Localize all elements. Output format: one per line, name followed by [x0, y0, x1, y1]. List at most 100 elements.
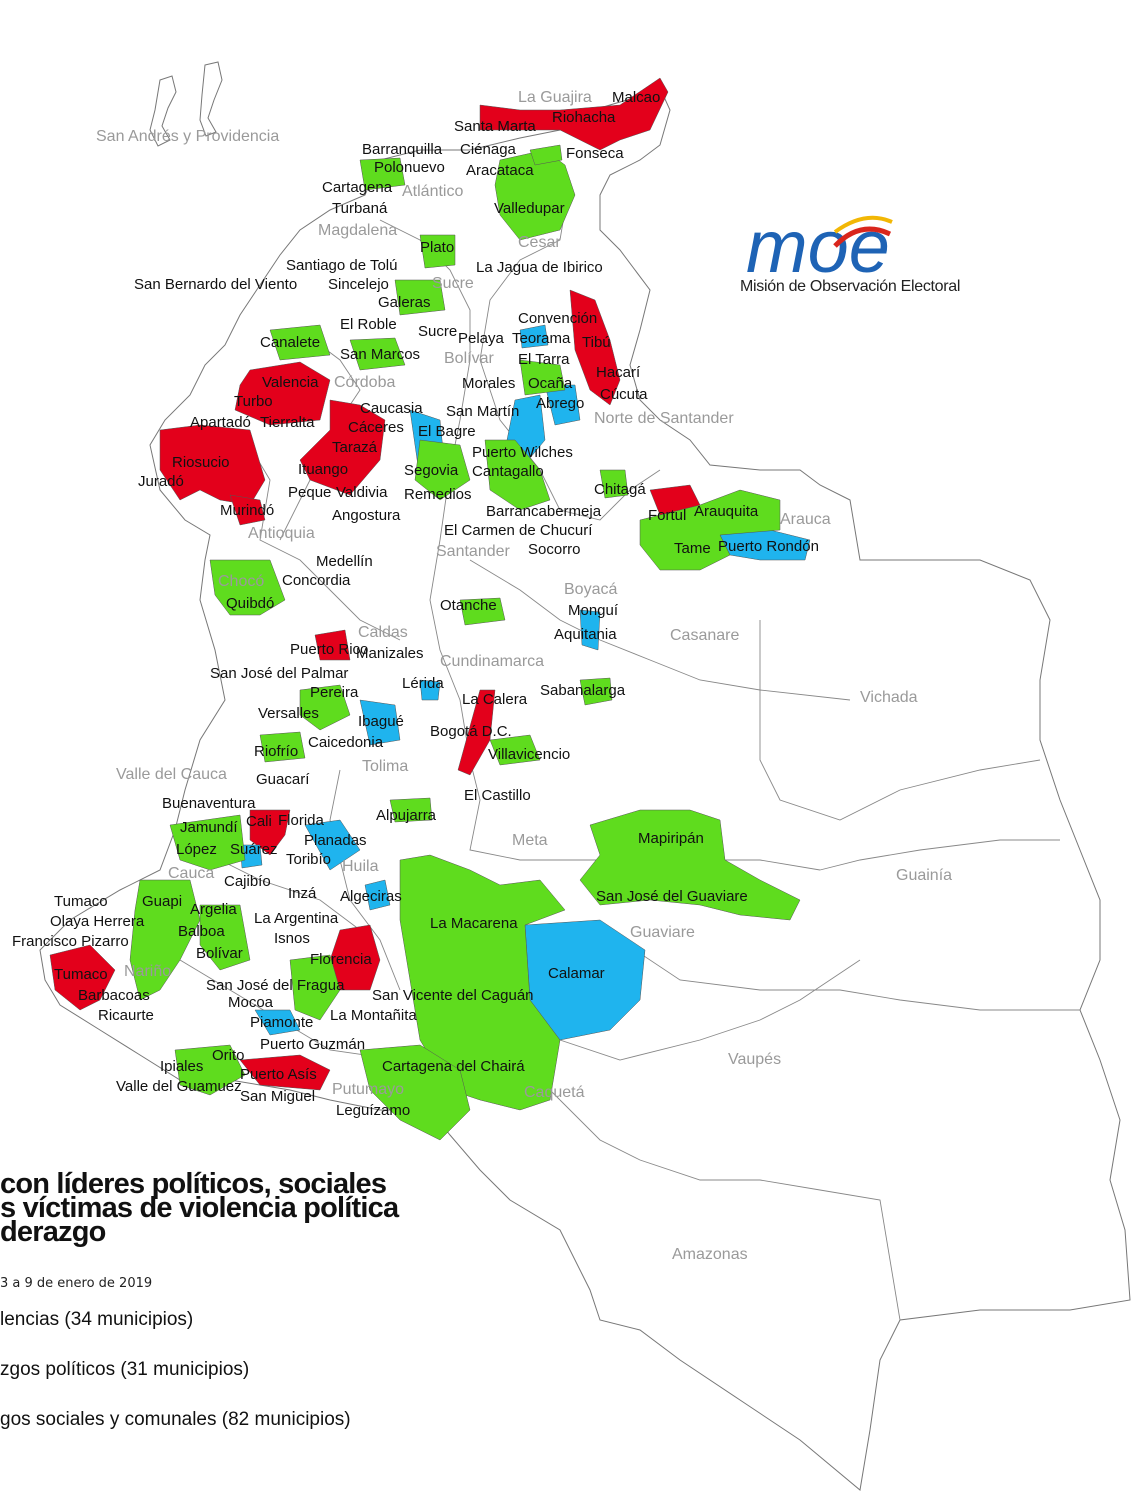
- patch-violencias: [569, 289, 621, 406]
- municipality-label: Versalles: [258, 705, 319, 722]
- region-label: Norte de Santander: [594, 410, 734, 427]
- patch-sociales: [349, 337, 406, 371]
- municipality-label: San José del Palmar: [210, 665, 348, 682]
- patch-sociales: [579, 677, 613, 706]
- patch-sociales: [394, 279, 446, 316]
- municipality-label: Piamonte: [250, 1014, 313, 1031]
- municipality-label: Barbacoas: [78, 987, 150, 1004]
- patch-sociales: [484, 439, 551, 511]
- patch-violencias: [457, 689, 496, 776]
- municipality-label: Ituango: [298, 461, 348, 478]
- patch-politicos: [519, 324, 549, 349]
- municipality-label: Turbo: [234, 393, 273, 410]
- region-label: Antioquia: [248, 525, 315, 542]
- municipality-label: Valencia: [262, 374, 319, 391]
- municipality-label: Suárez: [230, 841, 278, 858]
- region-label: Meta: [512, 832, 548, 849]
- municipality-label: Ibagué: [358, 713, 404, 730]
- municipality-label: Pereira: [310, 684, 359, 701]
- municipality-label: Barrancabermeja: [486, 503, 602, 520]
- municipality-label: Monguí: [568, 602, 619, 619]
- municipality-label: El Castillo: [464, 787, 531, 804]
- municipality-label: Medellín: [316, 553, 373, 570]
- municipality-label: Plato: [420, 239, 454, 256]
- municipality-label: Fortul: [648, 507, 686, 524]
- municipality-label: Isnos: [274, 930, 310, 947]
- municipality-label: Cartagena del Chairá: [382, 1058, 525, 1075]
- municipality-label: Balboa: [178, 923, 225, 940]
- region-label: Cundinamarca: [440, 653, 544, 670]
- municipality-label: La Calera: [462, 691, 528, 708]
- municipality-label: Sucre: [418, 323, 457, 340]
- municipality-label: Puerto Guzmán: [260, 1036, 365, 1053]
- municipality-label: Orito: [212, 1047, 245, 1064]
- municipality-label: La Argentina: [254, 910, 339, 927]
- patch-politicos: [419, 679, 441, 701]
- municipality-label: San José del Guaviare: [596, 888, 748, 905]
- municipality-label: Mapiripán: [638, 830, 704, 847]
- municipality-label: Turbaná: [332, 200, 388, 217]
- municipality-label: Aracataca: [466, 162, 534, 179]
- region-label: Bolívar: [444, 350, 494, 367]
- municipality-label: Pelaya: [458, 330, 505, 347]
- municipality-label: Tibú: [582, 334, 611, 351]
- title-line: con líderes políticos, sociales: [0, 1168, 387, 1200]
- municipality-label: Tarazá: [332, 439, 378, 456]
- patch-violencias: [479, 77, 669, 151]
- patch-sociales: [269, 324, 331, 361]
- providencia-island: [199, 61, 223, 137]
- municipality-label: Valledupar: [494, 200, 565, 217]
- municipality-label: Bogotá D.C.: [430, 723, 512, 740]
- region-label: Amazonas: [672, 1246, 748, 1263]
- municipality-label: Cajibío: [224, 873, 271, 890]
- municipality-label: Leguízamo: [336, 1102, 410, 1119]
- municipality-label: Fonseca: [566, 145, 624, 162]
- municipality-label: Guacarí: [256, 771, 310, 788]
- municipality-label: Angostura: [332, 507, 401, 524]
- municipality-label: La Montañita: [330, 1007, 417, 1024]
- moe-wordmark-icon: moe: [746, 205, 893, 288]
- region-label: Santander: [436, 543, 511, 560]
- municipality-label: Segovia: [404, 462, 459, 479]
- municipality-label: Inzá: [288, 885, 317, 902]
- municipality-label: López: [176, 841, 217, 858]
- moe-logo: moe Misión de Observación Electoral: [740, 205, 1008, 308]
- municipality-label: Caucasia: [360, 400, 423, 417]
- patch-sociales: [459, 597, 506, 626]
- municipality-label: Riosucio: [172, 454, 230, 471]
- patch-sociales: [529, 144, 563, 166]
- municipality-label: Ricaurte: [98, 1007, 154, 1024]
- municipality-label: Riofrío: [254, 743, 298, 760]
- municipality-label: San Martín: [446, 403, 519, 420]
- municipality-label: Florida: [278, 812, 325, 829]
- region-label: Caldas: [358, 624, 408, 641]
- department-labels: San Andrés y Providencia La Guajira Atlá…: [96, 89, 952, 1263]
- logo-swoosh-icon: [833, 226, 892, 248]
- title-line: s víctimas de violencia política: [0, 1192, 399, 1224]
- patch-sociales: [209, 559, 286, 616]
- legend-item-sociales: gos sociales y comunales (82 municipios): [0, 1409, 351, 1430]
- patch-violencias: [229, 494, 266, 526]
- municipality-label: Socorro: [528, 541, 581, 558]
- region-label: Tolima: [362, 758, 408, 775]
- municipality-label: El Carmen de Chucurí: [444, 522, 593, 539]
- municipality-label: Toribío: [286, 851, 331, 868]
- municipality-label: Chitagá: [594, 481, 646, 498]
- municipality-label: Tame: [674, 540, 711, 557]
- region-label: Huila: [342, 858, 379, 875]
- municipality-label: Otanche: [440, 597, 497, 614]
- municipality-label: El Roble: [340, 316, 397, 333]
- region-label: Guainía: [896, 867, 952, 884]
- region-label: Sucre: [432, 275, 474, 292]
- patch-sociales: [299, 684, 351, 731]
- region-label: Valle del Cauca: [116, 766, 227, 783]
- municipality-label: San Vicente del Caguán: [372, 987, 534, 1004]
- patch-sociales: [519, 359, 566, 396]
- municipality-label: San José del Fragua: [206, 977, 345, 994]
- san-andres-island: [149, 75, 177, 147]
- patch-politicos: [304, 819, 361, 871]
- map-title: con líderes políticos, sociales s víctim…: [0, 1168, 460, 1247]
- municipality-label: Bolívar: [196, 945, 243, 962]
- municipality-label: Puerto Asís: [240, 1066, 317, 1083]
